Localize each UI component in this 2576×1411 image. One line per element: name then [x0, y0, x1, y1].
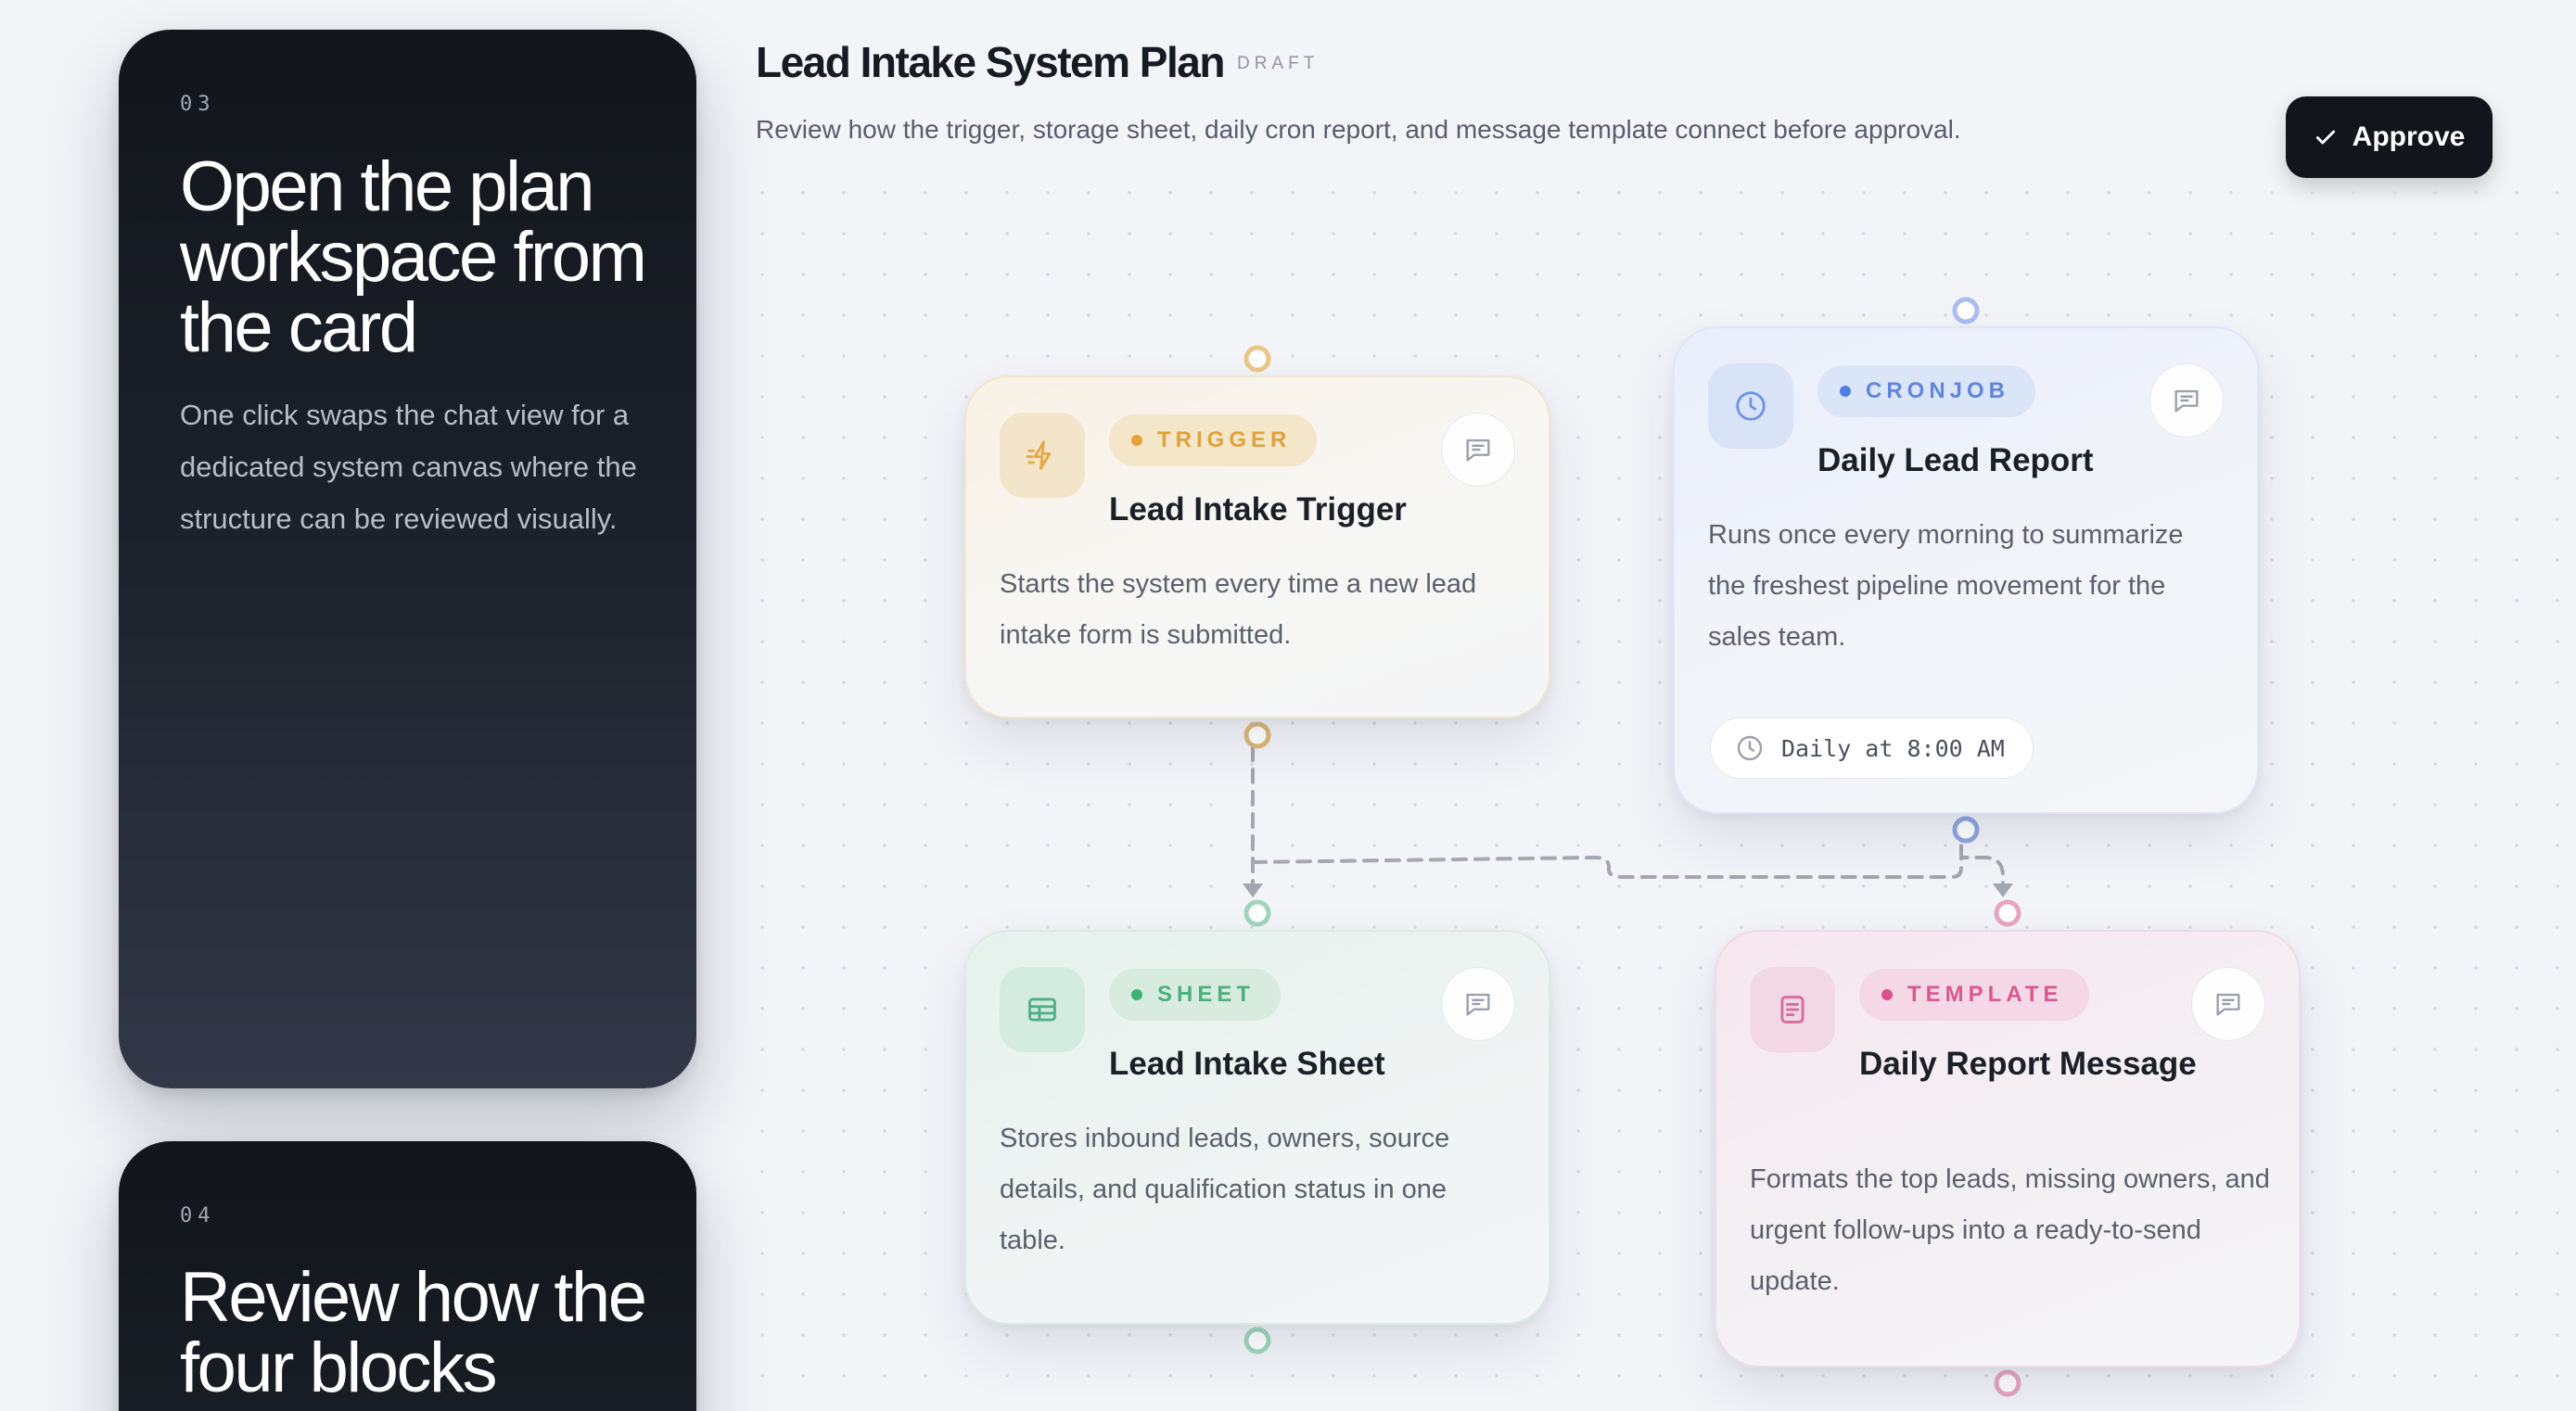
- step-title: Open the plan workspace from the card: [180, 147, 647, 367]
- step-number: 04: [180, 1204, 216, 1227]
- clock-icon: [1737, 735, 1763, 761]
- node-tag: TRIGGER: [1109, 414, 1318, 466]
- status-badge: DRAFT: [1237, 54, 1320, 73]
- node-description: Stores inbound leads, owners, source det…: [1000, 1124, 1450, 1255]
- node-tag: TEMPLATE: [1859, 969, 2089, 1021]
- document-icon: [1750, 967, 1835, 1052]
- tag-label: TRIGGER: [1157, 427, 1292, 452]
- template-node[interactable]: TEMPLATE Daily Report Message Formats th…: [1715, 930, 2301, 1367]
- node-tag: SHEET: [1109, 969, 1282, 1021]
- step-description: One click swaps the chat view for a dedi…: [180, 399, 637, 535]
- tag-label: CRONJOB: [1866, 378, 2010, 403]
- page-title: Lead Intake System Plan: [756, 38, 1225, 86]
- clock-icon: [1708, 363, 1793, 449]
- comment-icon[interactable]: [1441, 413, 1515, 487]
- trigger-node[interactable]: TRIGGER Lead Intake Trigger Starts the s…: [964, 375, 1550, 718]
- comment-icon[interactable]: [1441, 967, 1515, 1041]
- schedule-label: Daily at 8:00 AM: [1781, 734, 2005, 762]
- step-number: 03: [180, 93, 216, 116]
- step-card-04[interactable]: [119, 1141, 696, 1411]
- cronjob-node[interactable]: CRONJOB Daily Lead Report Runs once ever…: [1673, 326, 2259, 814]
- tag-dot: [1131, 989, 1142, 1000]
- node-title: Daily Report Message: [1859, 1046, 2197, 1082]
- node-title: Lead Intake Trigger: [1109, 491, 1407, 528]
- approve-button[interactable]: Approve: [2286, 96, 2493, 178]
- node-description: Formats the top leads, missing owners, a…: [1750, 1164, 2270, 1296]
- tag-dot: [1131, 435, 1142, 446]
- lightning-icon: [1000, 413, 1085, 498]
- page-subtitle: Review how the trigger, storage sheet, d…: [756, 115, 1961, 144]
- node-description: Runs once every morning to summarize the…: [1708, 520, 2184, 652]
- sheet-node[interactable]: SHEET Lead Intake Sheet Stores inbound l…: [964, 930, 1550, 1325]
- tag-dot: [1881, 989, 1893, 1000]
- schedule-chip[interactable]: Daily at 8:00 AM: [1710, 718, 2034, 779]
- comment-icon[interactable]: [2149, 363, 2224, 438]
- tag-label: TEMPLATE: [1907, 982, 2063, 1007]
- check-icon: [2315, 130, 2335, 145]
- step-card-03[interactable]: [119, 30, 696, 1088]
- tag-label: SHEET: [1157, 982, 1256, 1007]
- table-icon: [1000, 967, 1085, 1052]
- node-title: Daily Lead Report: [1817, 442, 2094, 478]
- approve-label: Approve: [2352, 121, 2466, 152]
- tag-dot: [1840, 386, 1851, 397]
- node-title: Lead Intake Sheet: [1109, 1046, 1385, 1082]
- comment-icon[interactable]: [2191, 967, 2265, 1041]
- node-description: Starts the system every time a new lead …: [1000, 569, 1477, 650]
- node-tag: CRONJOB: [1817, 365, 2036, 417]
- step-title: Review how the four blocks: [180, 1258, 647, 1407]
